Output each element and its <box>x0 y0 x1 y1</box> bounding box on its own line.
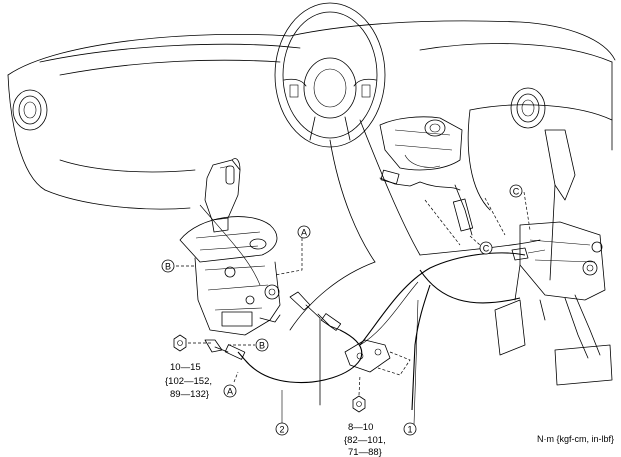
torque-spec-2: 8—10 {82—101, 71—88} <box>344 422 386 457</box>
nut-shift-lever <box>173 334 187 352</box>
left-air-vent <box>12 89 48 131</box>
key-interlock-cable <box>379 169 481 246</box>
shift-lever <box>204 158 241 233</box>
svg-text:C: C <box>513 187 520 197</box>
callout-B-right: B <box>255 338 269 352</box>
pedal-assembly <box>494 129 613 386</box>
steering-column <box>379 116 463 171</box>
svg-text:1: 1 <box>407 425 412 435</box>
svg-text:8—10: 8—10 <box>348 422 373 433</box>
svg-text:89—132}: 89—132} <box>170 389 209 400</box>
svg-text:B: B <box>259 341 265 351</box>
svg-text:A: A <box>227 387 233 397</box>
units-note: N·m {kgf-cm, in-lbf} <box>537 434 614 444</box>
leader-lines <box>176 191 531 426</box>
svg-text:C: C <box>483 244 490 254</box>
interlock-cable <box>411 247 546 411</box>
svg-text:{82—101,: {82—101, <box>344 435 386 446</box>
callout-B-left: B <box>161 259 175 273</box>
callout-C-center: C <box>479 241 493 255</box>
callout-A-top: A <box>297 225 311 239</box>
svg-text:A: A <box>301 228 307 238</box>
nut-bracket <box>352 395 366 413</box>
torque-spec-1: 10—15 {102—152, 89—132} <box>165 362 212 400</box>
callout-C-right: C <box>509 184 523 198</box>
svg-text:{102—152,: {102—152, <box>165 376 212 387</box>
shift-cable <box>204 252 526 406</box>
svg-text:10—15: 10—15 <box>170 362 201 373</box>
right-air-vent <box>510 87 546 129</box>
callout-part-1: 1 <box>403 422 417 436</box>
svg-text:2: 2 <box>279 425 284 435</box>
svg-text:71—88}: 71—88} <box>348 447 382 457</box>
callout-part-2: 2 <box>275 422 289 436</box>
callout-A-bottom: A <box>223 384 237 398</box>
svg-text:B: B <box>165 262 171 272</box>
selector-lever-assembly <box>179 216 281 336</box>
steering-wheel <box>274 2 386 148</box>
